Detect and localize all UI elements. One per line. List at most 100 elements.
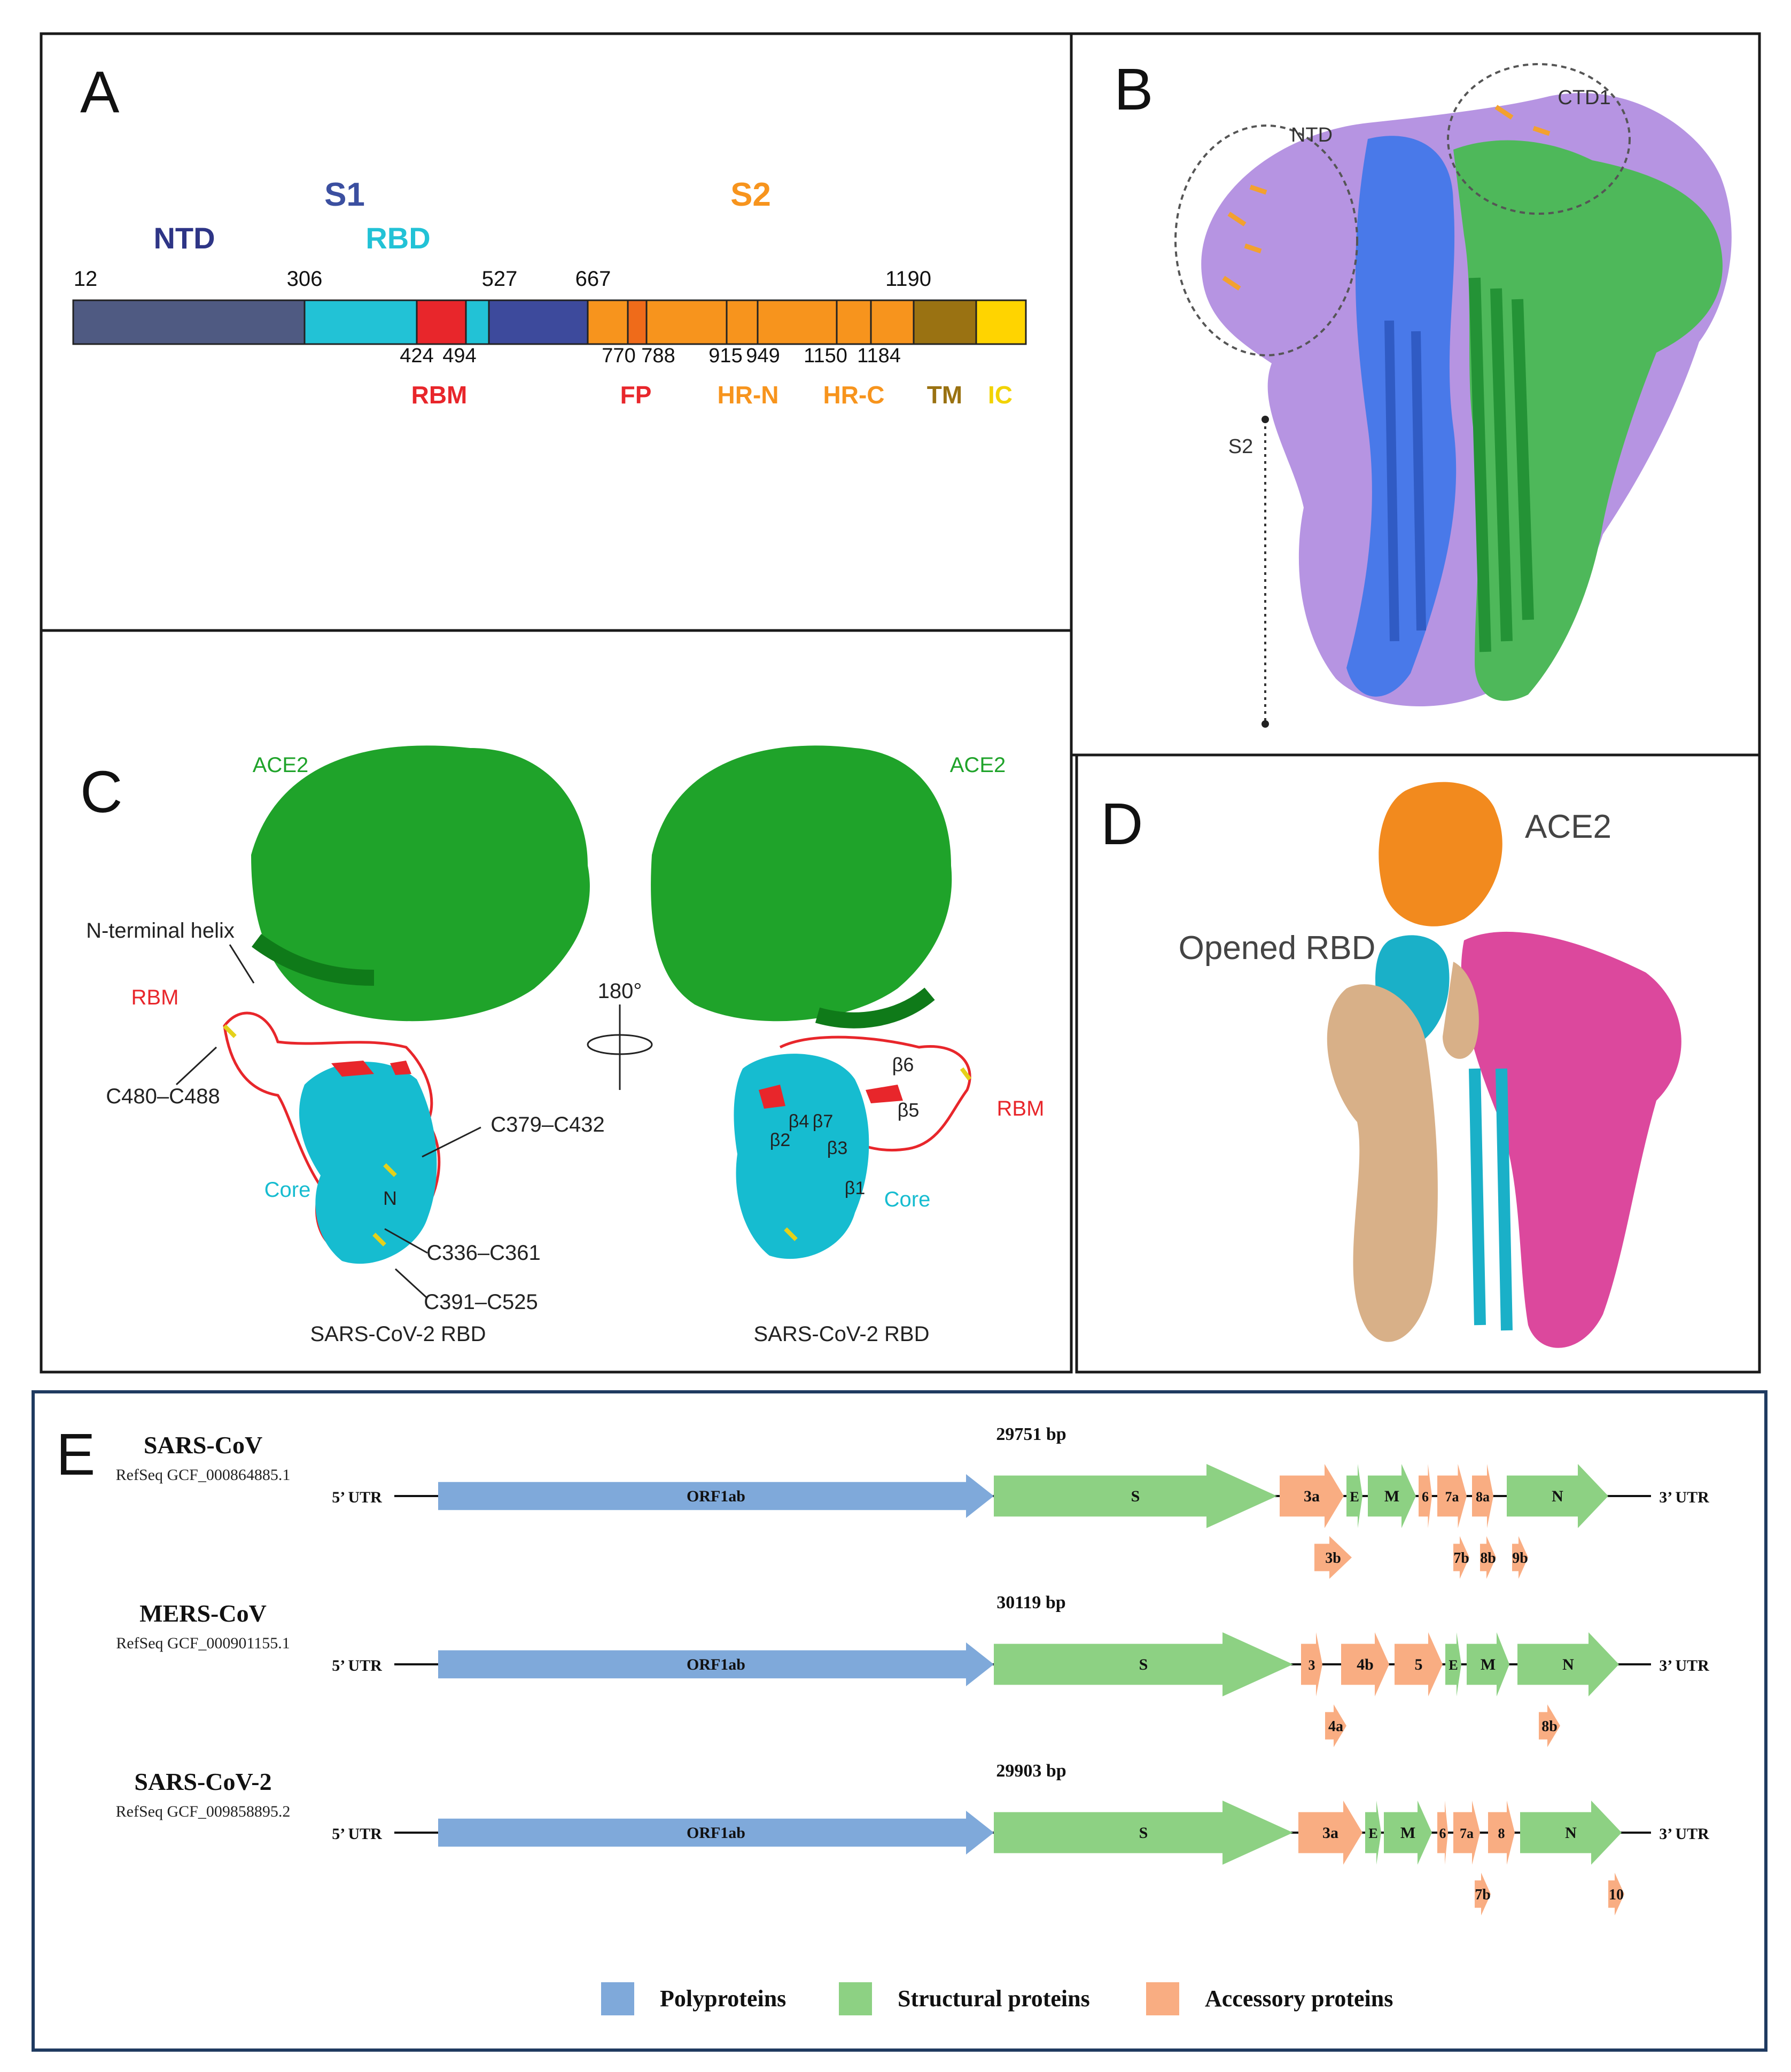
c379-c432-arrow: [422, 1126, 481, 1158]
utr5-label: 5’ UTR: [332, 1489, 382, 1506]
gene-label-8: 8: [1498, 1826, 1505, 1841]
ntd-label: NTD: [1291, 124, 1333, 146]
bar-s2-start: [587, 299, 629, 345]
utr3-label: 3’ UTR: [1659, 1825, 1709, 1843]
residue-424: 424: [400, 345, 433, 367]
sub-gene-arrow: [1325, 1704, 1346, 1747]
ctd1-dashed-outline: [1447, 63, 1631, 215]
panel-b-letter: B: [1114, 57, 1153, 122]
gene-label-n: N: [1562, 1656, 1574, 1673]
bar-rbm: [416, 299, 467, 345]
gene-arrow: [1445, 1632, 1461, 1696]
sub-gene-label-10: 10: [1609, 1887, 1624, 1903]
bar-hr-n: [726, 299, 759, 345]
gene-arrow: [994, 1464, 1277, 1528]
gene-label-8a: 8a: [1476, 1489, 1490, 1505]
gene-label-orf1ab: ORF1ab: [687, 1656, 745, 1673]
sub-gene-arrow: [1314, 1536, 1352, 1579]
beta6-label: β6: [892, 1054, 914, 1076]
sub-gene-arrow: [1480, 1536, 1496, 1579]
core-left-label: Core: [264, 1178, 311, 1202]
gene-arrow: [438, 1811, 994, 1855]
residue-527: 527: [482, 267, 518, 291]
region-label-rbd: RBD: [365, 221, 430, 255]
residue-915: 915: [708, 345, 742, 367]
utr3-label: 3’ UTR: [1659, 1489, 1709, 1506]
gene-label-orf1ab: ORF1ab: [687, 1824, 745, 1842]
gene-label-m: M: [1384, 1487, 1399, 1505]
bar-hr-c: [836, 299, 872, 345]
sub-gene-label-7b: 7b: [1453, 1550, 1469, 1567]
ntd-dashed-outline: [1174, 124, 1358, 356]
trimer-tan-chain: [1327, 984, 1438, 1342]
c480-c488-label: C480–C488: [106, 1085, 220, 1108]
sub-gene-arrow: [1608, 1873, 1624, 1915]
gene-arrow: [1437, 1801, 1448, 1865]
gene-label-3: 3: [1309, 1657, 1315, 1673]
bar-s2-mid2: [757, 299, 838, 345]
region-label-ntd: NTD: [153, 221, 215, 255]
rbm-right-strands: [759, 1085, 903, 1109]
gene-label-3a: 3a: [1322, 1824, 1338, 1842]
panel-c: C ACE2 N-terminal helix RBM C480–C488 C3…: [80, 745, 1044, 1346]
bar-s1-ctd: [488, 299, 589, 345]
opened-rbd-label: Opened RBD: [1179, 930, 1376, 967]
domain-tm: TM: [927, 381, 962, 409]
s2-label: S2: [1228, 435, 1253, 458]
ace2-right-structure: [651, 745, 952, 1022]
sub-gene-label-8b: 8b: [1541, 1718, 1558, 1735]
panel-b: B NTD CTD1 S2: [1114, 57, 1732, 728]
legend-label: Structural proteins: [898, 1985, 1090, 2012]
residue-1184: 1184: [857, 345, 901, 367]
genome-name: SARS-CoV-2: [134, 1768, 271, 1795]
region-label-s1: S1: [324, 176, 365, 213]
gene-arrow: [1346, 1464, 1362, 1528]
gene-label-e: E: [1449, 1657, 1458, 1673]
legend-item-polyproteins: Polyproteins: [601, 1982, 786, 2015]
residue-12: 12: [74, 267, 98, 291]
ace2-right-helix: [815, 987, 935, 1029]
s2-line-top-dot: [1262, 416, 1269, 423]
sub-gene-label-3b: 3b: [1325, 1550, 1341, 1567]
gene-arrow: [994, 1801, 1293, 1865]
c391-c525-arrow: [394, 1268, 429, 1299]
gene-label-e: E: [1368, 1826, 1377, 1841]
trimer-green-helices: [1469, 277, 1534, 652]
residue-667: 667: [575, 267, 611, 291]
trimer-magenta-chain: [1461, 931, 1681, 1348]
genome-refseq: RefSeq GCF_000864885.1: [116, 1466, 291, 1484]
residue-788: 788: [641, 345, 675, 367]
gene-arrow: [1419, 1464, 1432, 1528]
c336-c361-arrow: [384, 1228, 428, 1254]
rotation-ellipse-icon: [587, 1034, 653, 1055]
gene-label-s: S: [1139, 1656, 1148, 1673]
ace2-structure: [1379, 782, 1502, 926]
ace2-right-label: ACE2: [950, 753, 1006, 777]
residue-770: 770: [602, 345, 635, 367]
genome-size: 29903 bp: [996, 1761, 1066, 1781]
rbd-core-right: [734, 1054, 869, 1259]
legend-item-accessory-proteins: Accessory proteins: [1146, 1982, 1393, 2015]
panel-a-letter: A: [80, 59, 120, 125]
gene-arrow: [1472, 1464, 1493, 1528]
residue-494: 494: [442, 345, 476, 367]
genome-refseq: RefSeq GCF_009858895.2: [116, 1803, 291, 1820]
rotation-label: 180°: [598, 979, 642, 1003]
gene-arrow: [1520, 1801, 1622, 1865]
legend-label: Polyproteins: [660, 1985, 786, 2012]
panel-e-letter: E: [56, 1422, 95, 1487]
s2-line-bottom-dot: [1262, 720, 1269, 728]
n-terminal-helix-pointer: [229, 944, 255, 984]
gene-arrow: [1507, 1464, 1608, 1528]
trimer-cyan-helices: [1469, 1068, 1513, 1331]
genome-name: SARS-CoV: [144, 1431, 262, 1459]
genome-legend: Polyproteins Structural proteins Accessory…: [601, 1982, 1393, 2015]
sub-gene-label-9b: 9b: [1512, 1550, 1528, 1567]
ace2-left-structure: [251, 745, 590, 1022]
beta4-label: β4: [789, 1111, 809, 1132]
bar-rbd: [303, 299, 418, 345]
gene-arrow: [994, 1632, 1293, 1696]
